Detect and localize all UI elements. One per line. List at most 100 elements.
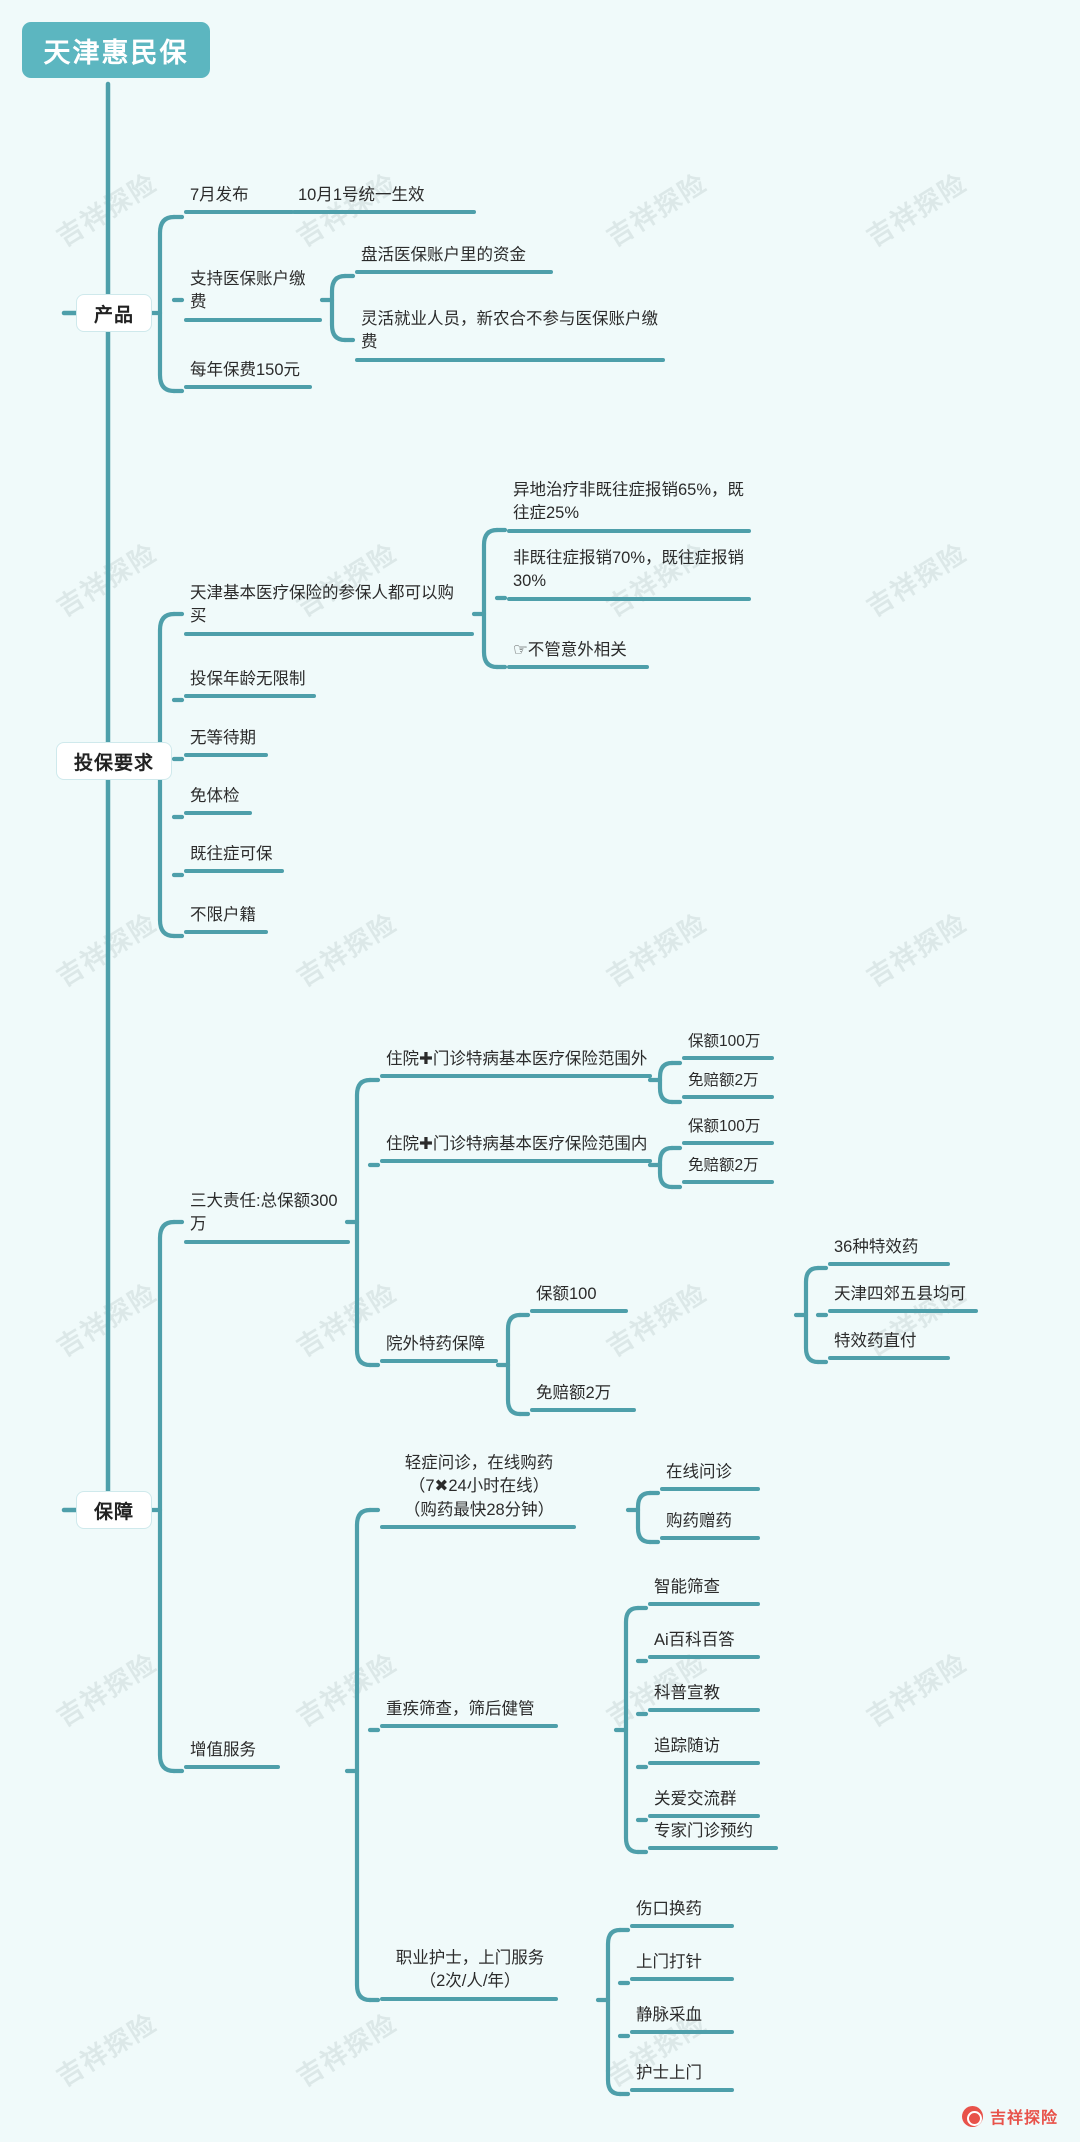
leaf-effective-date[interactable]: 10月1号统一生效 [292, 184, 476, 215]
leaf-pay-by-account[interactable]: 支持医保账户缴费 [184, 268, 322, 322]
leaf-label: 免赔额2万 [688, 1072, 759, 1089]
leaf-account-fund[interactable]: 盘活医保账户里的资金 [355, 244, 553, 275]
category-product[interactable]: 产品 [76, 294, 152, 332]
leaf-drug-detail-0[interactable]: 36种特效药 [828, 1236, 950, 1267]
leaf-label: 保额100万 [688, 1033, 761, 1050]
leaf-screening-sub-4[interactable]: 关爱交流群 [648, 1788, 760, 1819]
leaf-nurse-sub-3[interactable]: 护士上门 [630, 2062, 734, 2093]
leaf-outpatient-drug[interactable]: 院外特药保障 [380, 1333, 498, 1364]
leaf-underline [630, 2030, 734, 2035]
leaf-label: 在线问诊 [666, 1463, 732, 1481]
footer-label: 吉祥探险 [989, 2110, 1058, 2127]
leaf-in-scope-sum[interactable]: 保额100万 [682, 1116, 774, 1145]
leaf-label: 免赔额2万 [536, 1384, 612, 1402]
leaf-label: 异地治疗非既往症报销65%，既往症25% [513, 481, 745, 523]
leaf-requirement-4[interactable]: 不限户籍 [184, 904, 268, 935]
leaf-drug-detail-1[interactable]: 天津四郊五县均可 [828, 1283, 978, 1314]
leaf-requirement-0[interactable]: 投保年龄无限制 [184, 668, 316, 699]
watermark: 吉祥探险 [51, 908, 163, 994]
watermark: 吉祥探险 [51, 1278, 163, 1364]
leaf-underline [530, 1408, 636, 1413]
leaf-underline [507, 528, 751, 533]
leaf-underline [530, 1309, 628, 1314]
leaf-label: 既往症可保 [190, 845, 273, 863]
leaf-underline [828, 1309, 978, 1314]
leaf-underline [380, 1525, 576, 1530]
leaf-underline [630, 1977, 734, 1982]
leaf-underline [355, 357, 665, 362]
watermark: 吉祥探险 [51, 1648, 163, 1734]
leaf-label: 保额100万 [688, 1118, 761, 1135]
leaf-label: 护士上门 [636, 2064, 702, 2082]
leaf-eligibility-sub3[interactable]: ☞不管意外相关 [507, 639, 649, 670]
leaf-label: 静脉采血 [636, 2006, 702, 2024]
watermark: 吉祥探险 [861, 538, 973, 624]
watermark: 吉祥探险 [51, 2008, 163, 2094]
leaf-underline [828, 1262, 950, 1267]
leaf-label: 院外特药保障 [386, 1335, 485, 1353]
leaf-out-of-scope-sum[interactable]: 保额100万 [682, 1031, 774, 1060]
leaf-screening[interactable]: 重疾筛查，筛后健管 [380, 1698, 558, 1729]
watermark: 吉祥探险 [51, 538, 163, 624]
leaf-out-of-scope-deductible[interactable]: 免赔额2万 [682, 1070, 774, 1099]
leaf-three-liabilities[interactable]: 三大责任:总保额300万 [184, 1190, 350, 1244]
leaf-underline [380, 1359, 498, 1364]
leaf-requirement-1[interactable]: 无等待期 [184, 727, 268, 758]
leaf-underline [648, 1814, 760, 1819]
leaf-label: 保额100 [536, 1285, 597, 1303]
leaf-drug-detail-2[interactable]: 特效药直付 [828, 1330, 950, 1361]
leaf-screening-sub-1[interactable]: Ai百科百答 [648, 1629, 760, 1660]
leaf-in-scope[interactable]: 住院✚门诊特病基本医疗保险范围内 [380, 1133, 652, 1164]
leaf-requirement-3[interactable]: 既往症可保 [184, 843, 284, 874]
leaf-label: 增值服务 [190, 1741, 256, 1759]
leaf-outpatient-drug-deductible[interactable]: 免赔额2万 [530, 1382, 636, 1413]
leaf-screening-sub-3[interactable]: 追踪随访 [648, 1735, 760, 1766]
leaf-in-scope-deductible[interactable]: 免赔额2万 [682, 1155, 774, 1184]
leaf-underline [648, 1602, 760, 1607]
leaf-online-consult-sub-0[interactable]: 在线问诊 [660, 1461, 760, 1492]
leaf-underline [184, 694, 316, 699]
leaf-underline [648, 1761, 760, 1766]
leaf-requirement-2[interactable]: 免体检 [184, 785, 252, 816]
leaf-out-of-scope[interactable]: 住院✚门诊特病基本医疗保险范围外 [380, 1048, 652, 1079]
leaf-screening-sub-5[interactable]: 专家门诊预约 [648, 1820, 778, 1851]
leaf-flexible-employment[interactable]: 灵活就业人员，新农合不参与医保账户缴费 [355, 308, 665, 362]
leaf-underline [682, 1056, 774, 1060]
root-node-title[interactable]: 天津惠民保 [22, 22, 210, 78]
leaf-online-consult[interactable]: 轻症问诊，在线购药 （7✖24小时在线） （购药最快28分钟） [380, 1452, 576, 1530]
leaf-underline [292, 210, 476, 215]
compass-icon [961, 2105, 983, 2127]
leaf-online-consult-sub-1[interactable]: 购药赠药 [660, 1510, 760, 1541]
leaf-nurse-sub-1[interactable]: 上门打针 [630, 1951, 734, 1982]
leaf-underline [184, 1765, 280, 1770]
leaf-nurse-sub-0[interactable]: 伤口换药 [630, 1898, 734, 1929]
leaf-underline [507, 596, 751, 601]
leaf-underline [380, 1724, 558, 1729]
leaf-eligibility-sub1[interactable]: 异地治疗非既往症报销65%，既往症25% [507, 479, 751, 533]
category-coverage[interactable]: 保障 [76, 1491, 152, 1529]
footer-badge[interactable]: 吉祥探险 [961, 2104, 1058, 2128]
leaf-screening-sub-0[interactable]: 智能筛查 [648, 1576, 760, 1607]
leaf-value-added[interactable]: 增值服务 [184, 1739, 280, 1770]
leaf-outpatient-drug-sum[interactable]: 保额100 [530, 1283, 628, 1314]
leaf-screening-sub-2[interactable]: 科普宣教 [648, 1682, 760, 1713]
leaf-underline [828, 1356, 950, 1361]
leaf-label: 非既往症报销70%，既往症报销30% [513, 549, 745, 591]
leaf-premium[interactable]: 每年保费150元 [184, 359, 312, 390]
leaf-underline [184, 811, 252, 816]
leaf-label: 7月发布 [190, 186, 249, 204]
leaf-underline [630, 2088, 734, 2093]
leaf-underline [507, 665, 649, 670]
leaf-label: 轻症问诊，在线购药 （7✖24小时在线） （购药最快28分钟） [403, 1454, 555, 1519]
leaf-underline [682, 1095, 774, 1099]
leaf-nurse[interactable]: 职业护士，上门服务 （2次/人/年） [380, 1947, 558, 2001]
leaf-underline [184, 753, 268, 758]
category-requirements[interactable]: 投保要求 [56, 742, 172, 780]
leaf-underline [184, 1239, 350, 1244]
leaf-eligibility-sub2[interactable]: 非既往症报销70%，既往症报销30% [507, 547, 751, 601]
leaf-release-month[interactable]: 7月发布 [184, 184, 294, 215]
leaf-eligibility[interactable]: 天津基本医疗保险的参保人都可以购买 [184, 582, 474, 636]
leaf-nurse-sub-2[interactable]: 静脉采血 [630, 2004, 734, 2035]
leaf-label: 职业护士，上门服务 （2次/人/年） [395, 1949, 545, 1991]
leaf-label: 科普宣教 [654, 1684, 720, 1702]
